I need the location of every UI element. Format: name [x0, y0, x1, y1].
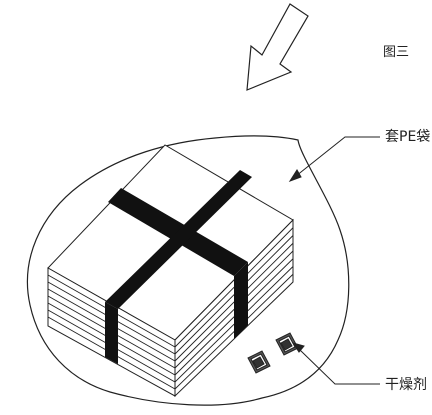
desiccant-label: 干燥剂: [385, 377, 427, 393]
desiccant-packets: [247, 332, 299, 374]
leader-lines: [288, 136, 380, 385]
desiccant-leader-arrowhead: [291, 342, 305, 353]
desiccant-packet-1: [247, 350, 271, 374]
strap-right-face: [234, 262, 248, 339]
bag-leader-line: [295, 136, 380, 177]
figure-label: 图三: [383, 45, 410, 60]
down-left-arrow-icon: [246, 3, 309, 91]
desiccant-leader-line: [299, 349, 380, 385]
pe-bag-label: 套PE袋: [385, 129, 431, 145]
strap-bands: [105, 170, 252, 364]
bag-leader-arrowhead: [288, 169, 302, 182]
strap-left-face: [105, 302, 118, 364]
pe-bag-outline: [26, 135, 350, 406]
desiccant-packet-2: [275, 332, 299, 356]
strap-top-2: [105, 170, 252, 309]
